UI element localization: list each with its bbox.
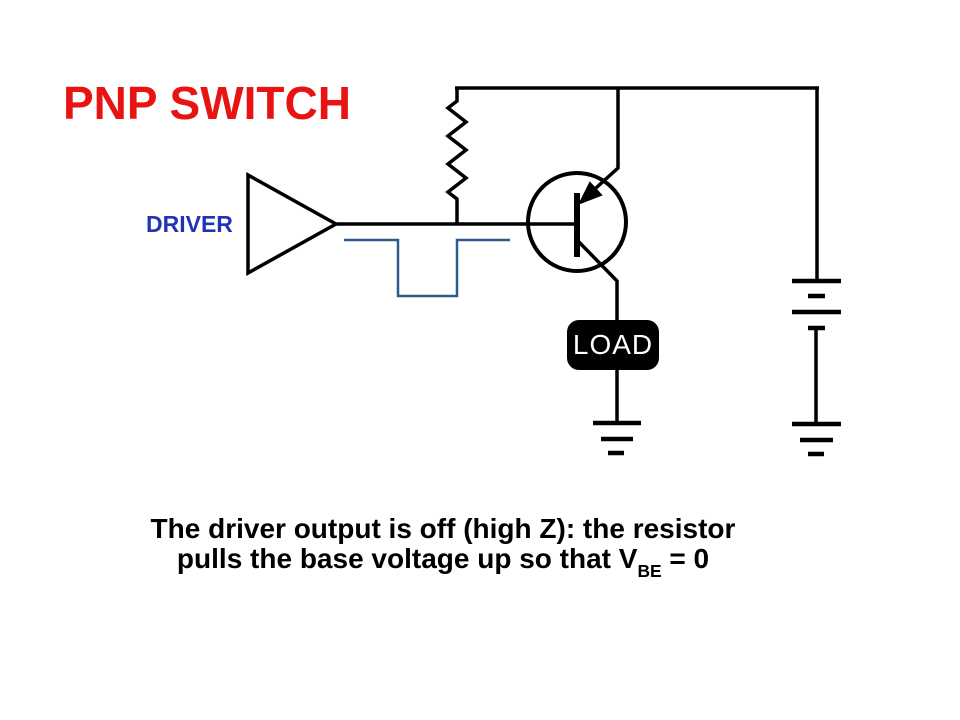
slide-title: PNP SWITCH (63, 77, 351, 129)
emitter-wire (584, 88, 620, 199)
driver-buffer-icon (246, 172, 340, 276)
load-box: LOAD (567, 320, 659, 370)
load-label: LOAD (572, 329, 654, 360)
emitter-arrow-icon (577, 181, 603, 205)
caption-vbe-subscript: BE (637, 560, 662, 581)
collector-wire (576, 239, 619, 320)
ground-symbol-battery-icon (792, 421, 841, 457)
caption: The driver output is off (high Z): the r… (80, 514, 806, 584)
pulse-waveform-icon (344, 238, 510, 298)
transistor-body-icon (526, 171, 628, 273)
caption-line1: The driver output is off (high Z): the r… (150, 513, 736, 544)
pullup-resistor-icon (445, 88, 469, 224)
caption-line2: pulls the base voltage up so that VBE = … (176, 543, 710, 581)
driver-label: DRIVER (146, 211, 233, 237)
battery-icon (792, 278, 841, 331)
ground-symbol-load-icon (593, 420, 641, 456)
